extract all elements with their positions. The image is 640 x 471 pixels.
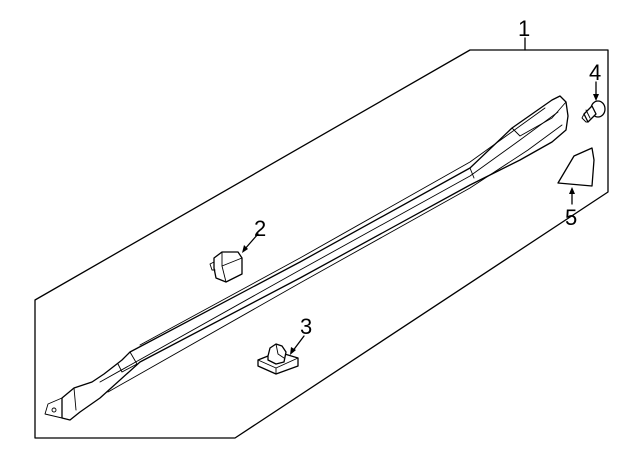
callout-4-label: 4 <box>589 60 601 85</box>
assembly-frame <box>34 49 609 439</box>
clip-part-2 <box>209 251 243 283</box>
callout-4-arrowhead <box>593 94 599 101</box>
callout-2-label: 2 <box>254 216 266 241</box>
flap-part-5 <box>557 147 595 187</box>
callout-3-label: 3 <box>300 314 312 339</box>
callout-5-label: 5 <box>565 205 577 230</box>
callout-5-arrowhead <box>569 187 575 194</box>
callout-2-arrowhead <box>242 245 248 253</box>
fastener-part-3 <box>257 343 299 375</box>
callout-3-arrowhead <box>290 347 296 355</box>
callout-1-label: 1 <box>518 16 530 41</box>
rocker-panel-molding <box>44 95 569 421</box>
screw-part-4 <box>581 100 606 123</box>
